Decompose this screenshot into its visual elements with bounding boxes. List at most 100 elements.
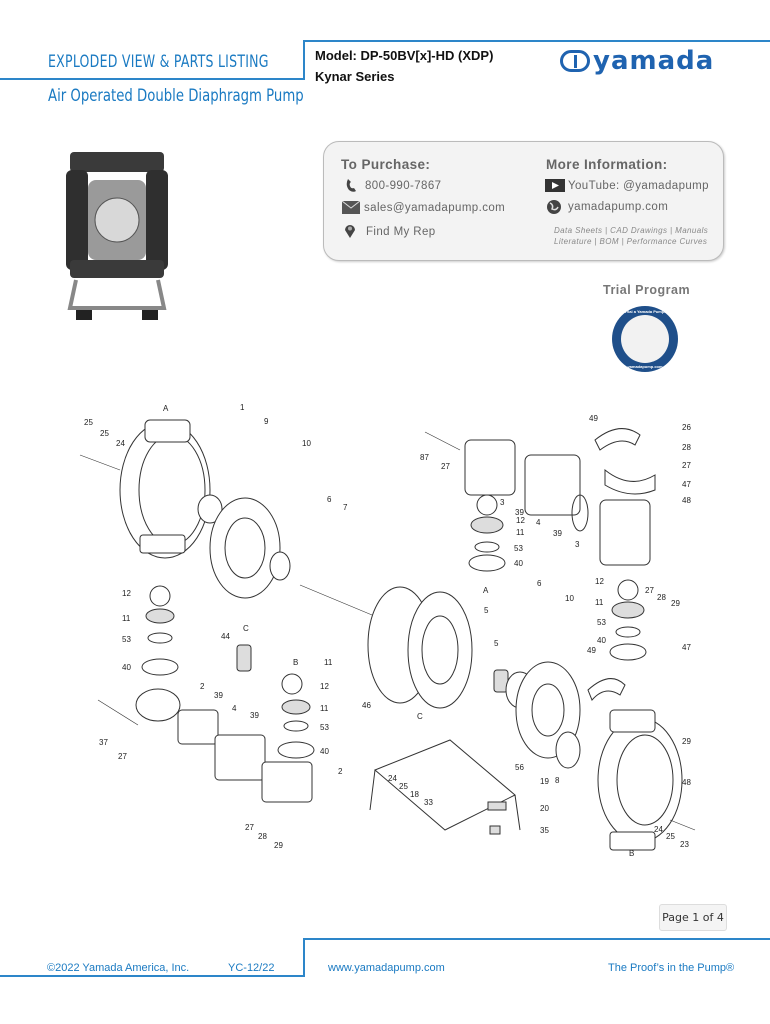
part-label: 33 <box>424 798 433 807</box>
part-label: 12 <box>595 577 604 586</box>
part-label: 26 <box>682 423 691 432</box>
header-rule-right <box>303 40 770 42</box>
globe-icon <box>547 200 561 214</box>
part-label: 11 <box>320 704 329 713</box>
part-label: 56 <box>515 763 524 772</box>
page-title: EXPLODED VIEW & PARTS LISTING <box>48 52 269 72</box>
part-label: 47 <box>682 480 691 489</box>
part-label: 27 <box>245 823 254 832</box>
logo-mark-icon <box>560 50 590 72</box>
part-label: 39 <box>250 711 259 720</box>
youtube-link[interactable]: YouTube: @yamadapump <box>568 180 709 192</box>
purchase-heading: To Purchase: <box>341 157 431 172</box>
part-label: 2 <box>338 767 343 776</box>
part-label: 11 <box>595 598 604 607</box>
part-label: 10 <box>302 439 311 448</box>
part-label: 12 <box>122 589 131 598</box>
part-label: 44 <box>221 632 230 641</box>
pump-photo <box>66 152 168 320</box>
part-label: 27 <box>441 462 450 471</box>
trial-program-label[interactable]: Trial Program <box>603 283 691 297</box>
part-label: 29 <box>671 599 680 608</box>
footer-rule-step <box>303 938 305 976</box>
yamada-logo: yamada <box>560 45 714 76</box>
part-number-labels: 25 25 24 A 1 9 10 6 7 12 11 53 40 44 C B… <box>84 403 691 858</box>
youtube-icon <box>545 179 565 192</box>
callout-label: B <box>293 658 298 667</box>
part-label: 23 <box>680 840 689 849</box>
part-label: 2 <box>200 682 205 691</box>
part-label: 4 <box>232 704 237 713</box>
part-label: 18 <box>410 790 419 799</box>
part-label: 40 <box>122 663 131 672</box>
part-label: 53 <box>514 544 523 553</box>
part-label: 53 <box>122 635 131 644</box>
part-label: 5 <box>484 606 489 615</box>
part-label: 39 <box>515 508 524 517</box>
contact-info-box <box>323 141 724 261</box>
page-subtitle: Air Operated Double Diaphragm Pump <box>48 86 304 106</box>
part-label: 12 <box>516 516 525 525</box>
part-label: 87 <box>420 453 429 462</box>
part-label: 28 <box>682 443 691 452</box>
header-rule-left <box>0 78 304 80</box>
part-label: 4 <box>536 518 541 527</box>
part-label: 11 <box>516 528 525 537</box>
part-label: 27 <box>682 461 691 470</box>
part-label: 27 <box>645 586 654 595</box>
part-label: 25 <box>666 832 675 841</box>
part-label: 6 <box>327 495 332 504</box>
part-label: 53 <box>597 618 606 627</box>
part-label: 27 <box>118 752 127 761</box>
copyright: ©2022 Yamada America, Inc. <box>47 962 190 974</box>
resource-links[interactable]: Data Sheets | CAD Drawings | Manuals Lit… <box>554 225 708 247</box>
part-label: 20 <box>540 804 549 813</box>
find-rep-link[interactable]: Find My Rep <box>366 226 436 238</box>
callout-label: B <box>629 849 634 858</box>
part-label: 49 <box>589 414 598 423</box>
page-indicator: Page 1 of 4 <box>659 904 727 931</box>
phone-link[interactable]: 800-990-7867 <box>365 180 442 192</box>
part-label: 24 <box>388 774 397 783</box>
part-label: 11 <box>122 614 131 623</box>
badge-bottom-text: yamadapump.com <box>627 364 663 369</box>
part-label: 11 <box>324 658 333 667</box>
badge-top-text: Trial a Yamada Pump! <box>624 309 666 314</box>
callout-label: C <box>417 712 423 721</box>
part-label: 48 <box>682 778 691 787</box>
part-label: 40 <box>320 747 329 756</box>
part-label: 12 <box>320 682 329 691</box>
model-info: Model: DP-50BV[x]-HD (XDP) Kynar Series <box>315 45 493 87</box>
diagram-parts <box>79 419 696 851</box>
part-label: 49 <box>587 646 596 655</box>
header-rule-step <box>303 40 305 80</box>
part-label: 10 <box>565 594 574 603</box>
resource-links-line2[interactable]: Literature | BOM | Performance Curves <box>554 237 708 246</box>
part-label: 6 <box>537 579 542 588</box>
doc-code: YC-12/22 <box>228 962 275 974</box>
exploded-view-diagram: 25 25 24 A 1 9 10 6 7 12 11 53 40 44 C B… <box>79 403 696 858</box>
part-label: 40 <box>514 559 523 568</box>
part-label: 37 <box>99 738 108 747</box>
part-label: 8 <box>555 776 560 785</box>
part-label: 46 <box>362 701 371 710</box>
model-number: Model: DP-50BV[x]-HD (XDP) <box>315 48 494 63</box>
resource-links-line1[interactable]: Data Sheets | CAD Drawings | Manuals <box>554 226 709 235</box>
footer-website-link[interactable]: www.yamadapump.com <box>328 962 445 974</box>
callout-label: C <box>243 624 249 633</box>
part-label: 25 <box>100 429 109 438</box>
trial-program-badge[interactable]: Trial a Yamada Pump! yamadapump.com <box>612 306 678 372</box>
part-label: 25 <box>84 418 93 427</box>
part-label: 48 <box>682 496 691 505</box>
website-link[interactable]: yamadapump.com <box>568 201 669 213</box>
phone-icon <box>346 179 356 192</box>
email-link[interactable]: sales@yamadapump.com <box>364 202 506 214</box>
footer-rule-left <box>0 975 305 977</box>
part-label: 9 <box>264 417 269 426</box>
part-label: 29 <box>274 841 283 850</box>
part-label: 40 <box>597 636 606 645</box>
email-icon <box>342 201 360 214</box>
footer-rule-right <box>303 938 770 940</box>
part-label: 19 <box>540 777 549 786</box>
